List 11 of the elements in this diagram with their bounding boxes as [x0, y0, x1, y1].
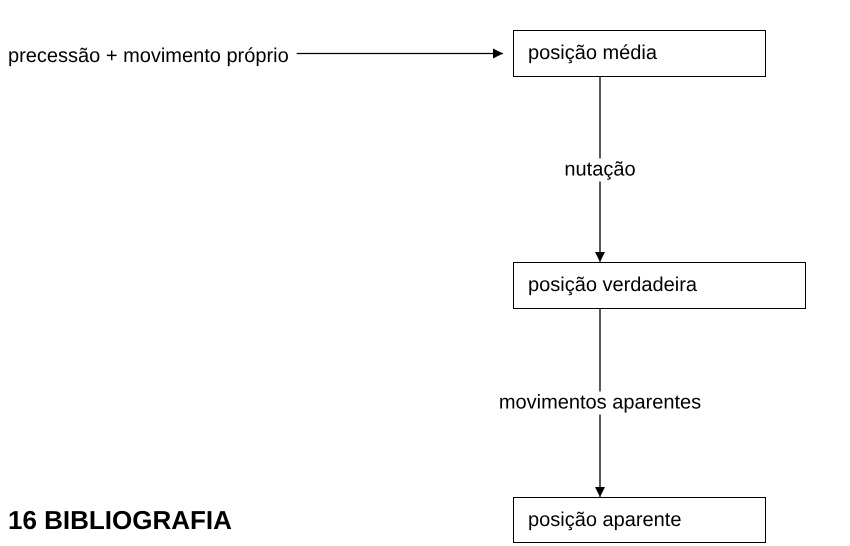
box-label: posição aparente: [528, 508, 682, 532]
process-box: [513, 262, 806, 309]
arrow: [595, 77, 605, 262]
section-heading: 16 BIBLIOGRAFIA: [8, 505, 232, 536]
node-text: precessão + movimento próprio: [8, 38, 289, 74]
arrow: [595, 309, 605, 497]
process-box: [513, 30, 766, 77]
arrow: [296, 48, 503, 58]
process-box: [513, 497, 766, 543]
box-label: posição verdadeira: [528, 274, 697, 297]
box-label: posição média: [528, 42, 657, 65]
